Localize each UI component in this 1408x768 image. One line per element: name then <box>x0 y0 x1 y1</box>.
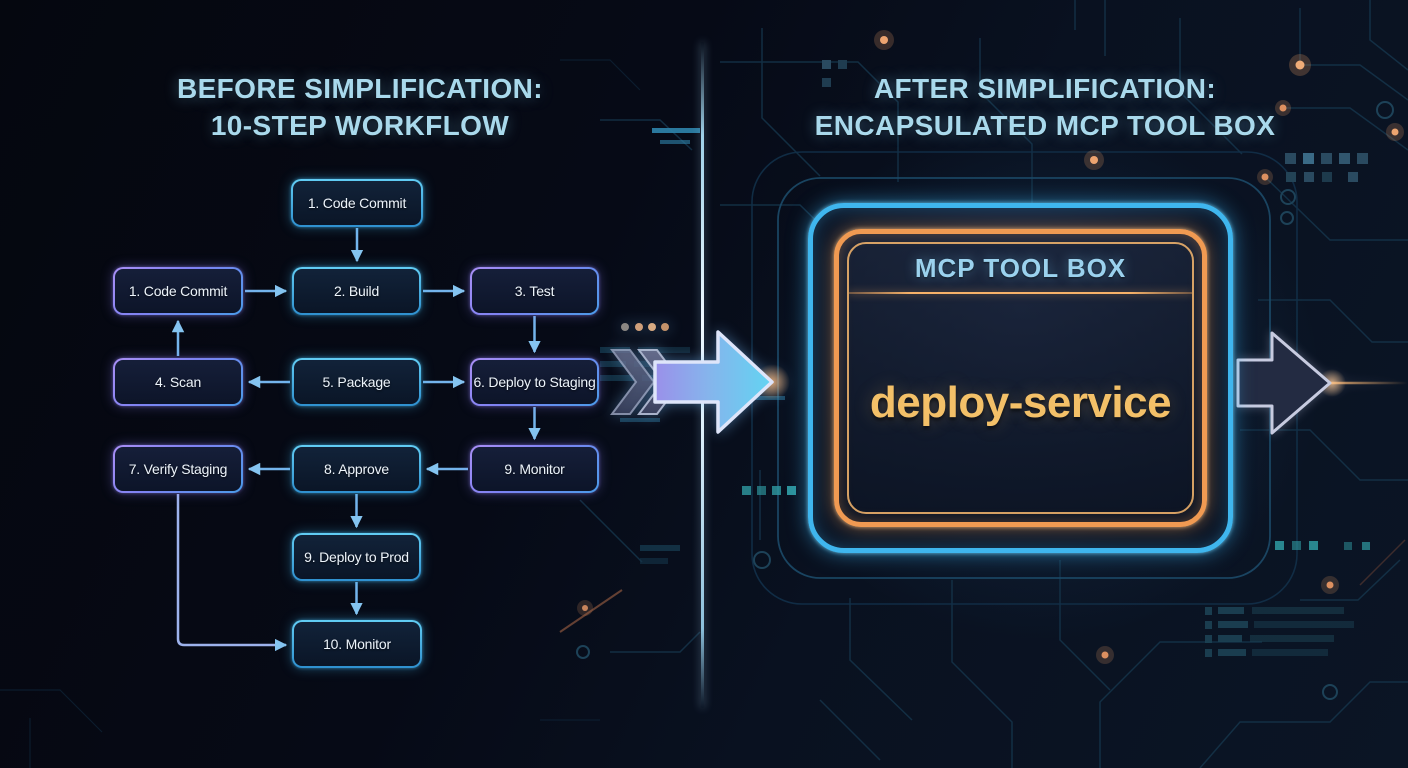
step-box-5-package: 5. Package <box>292 358 421 406</box>
step-box-8-approve: 8. Approve <box>292 445 421 493</box>
step-box-7-verify-staging: 7. Verify Staging <box>113 445 243 493</box>
right-title-line2: ENCAPSULATED MCP TOOL BOX <box>814 110 1276 141</box>
left-title-line1: BEFORE SIMPLIFICATION: <box>176 73 544 104</box>
transform-arrow-icon <box>610 323 790 434</box>
step-box-9-deploy-prod: 9. Deploy to Prod <box>292 533 421 581</box>
output-arrow-icon <box>1236 331 1408 435</box>
step-box-6-deploy-staging: 6. Deploy to Staging <box>470 358 599 406</box>
step-label: 9. Monitor <box>504 461 565 477</box>
mcp-toolbox-frame: MCP TOOL BOX deploy-service <box>834 229 1207 527</box>
step-box-2-build: 2. Build <box>292 267 421 315</box>
step-label: 7. Verify Staging <box>128 461 228 477</box>
toolbox-header: MCP TOOL BOX <box>914 252 1127 283</box>
tool-name: deploy-service <box>869 378 1172 427</box>
step-label: 1. Code Commit <box>128 283 228 299</box>
step-label: 6. Deploy to Staging <box>473 374 596 390</box>
mcp-toolbox-inner-frame: MCP TOOL BOX deploy-service <box>847 242 1194 514</box>
step-label: 4. Scan <box>154 374 202 390</box>
step-box-3-test: 3. Test <box>470 267 599 315</box>
toolbox-header-divider <box>849 292 1192 294</box>
step-label: 3. Test <box>514 283 555 299</box>
toolbox-content: deploy-service <box>849 294 1192 512</box>
left-panel-title: BEFORE SIMPLIFICATION: 10-STEP WORKFLOW <box>140 70 580 144</box>
step-label: 10. Monitor <box>323 636 391 652</box>
workflow-connectors <box>171 228 541 652</box>
step-box-1-code-commit-top: 1. Code Commit <box>291 179 423 227</box>
step-box-1-code-commit: 1. Code Commit <box>113 267 243 315</box>
step-box-9-monitor: 9. Monitor <box>470 445 599 493</box>
step-box-10-monitor: 10. Monitor <box>292 620 422 668</box>
step-box-4-scan: 4. Scan <box>113 358 243 406</box>
right-panel-title: AFTER SIMPLIFICATION: ENCAPSULATED MCP T… <box>800 70 1290 144</box>
step-label: 8. Approve <box>324 461 389 477</box>
step-label: 2. Build <box>333 283 380 299</box>
step-label: 5. Package <box>322 374 391 390</box>
left-title-line2: 10-STEP WORKFLOW <box>210 110 510 141</box>
mcp-toolbox: MCP TOOL BOX deploy-service <box>808 203 1233 553</box>
right-title-line1: AFTER SIMPLIFICATION: <box>873 73 1217 104</box>
step-label: 9. Deploy to Prod <box>304 549 409 565</box>
step-label: 1. Code Commit <box>307 195 407 211</box>
